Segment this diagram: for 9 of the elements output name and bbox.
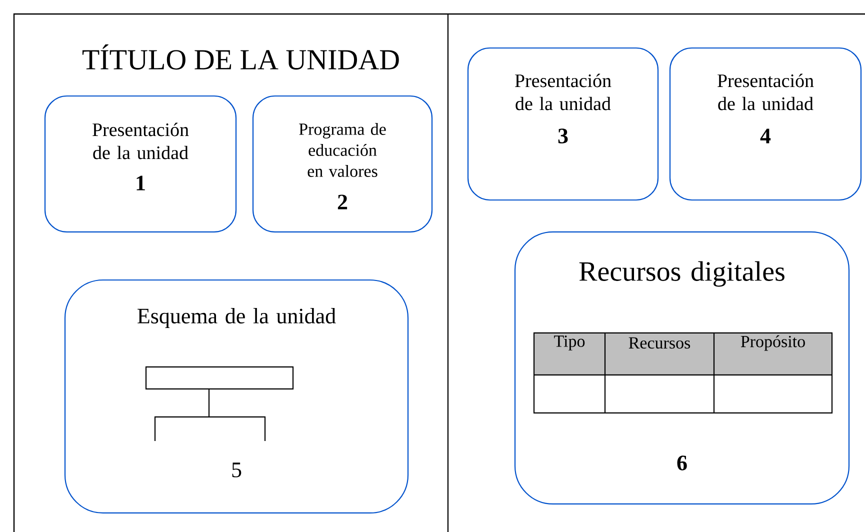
rounded-box: Esquema de la unidad 5 xyxy=(64,279,409,514)
rounded-box: Presentación de la unidad 3 xyxy=(467,47,659,201)
table-header-cell: Recursos xyxy=(605,332,714,375)
rounded-box: Programa de educación en valores 2 xyxy=(252,95,433,233)
table-header-cell: Tipo xyxy=(534,332,605,375)
table-header-cell: Propósito xyxy=(714,332,832,375)
page-title: TÍTULO DE LA UNIDAD xyxy=(82,44,399,70)
rounded-box: Presentación de la unidad 4 xyxy=(669,47,862,201)
rounded-box: Presentación de la unidad 1 xyxy=(44,95,237,233)
